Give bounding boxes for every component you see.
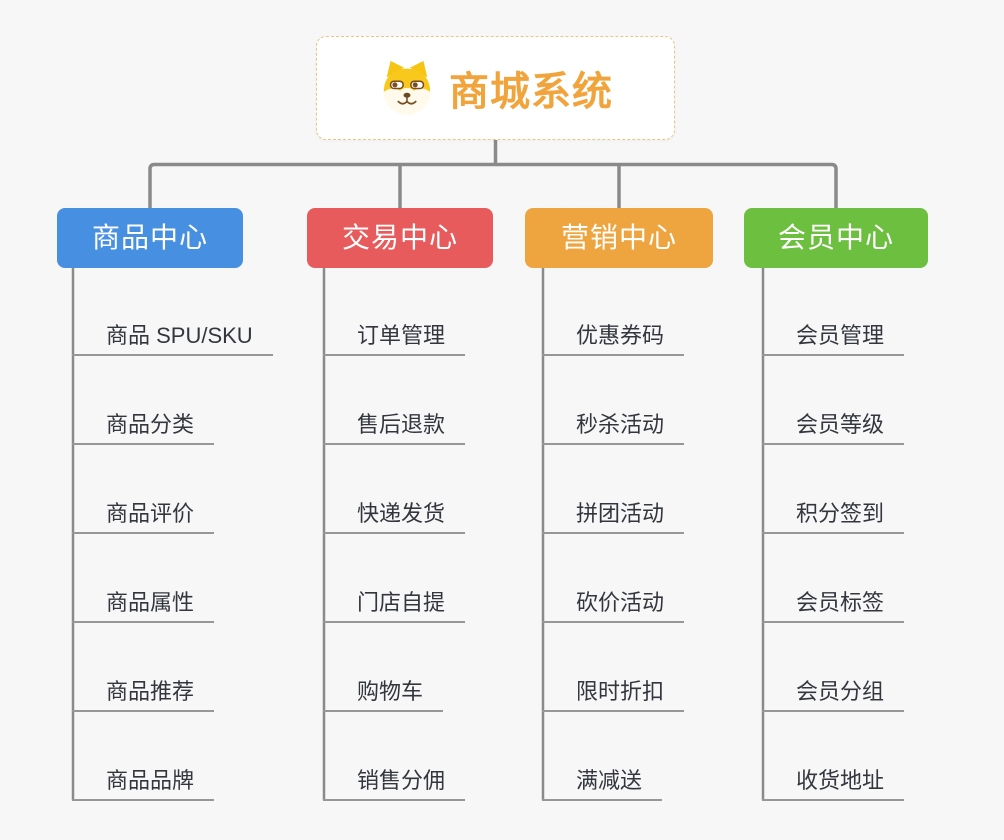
node-flash-sale[interactable]: 秒杀活动 xyxy=(542,412,685,445)
root-title: 商城系统 xyxy=(449,70,613,114)
node-full-reduction[interactable]: 满减送 xyxy=(542,768,663,801)
node-store-pickup[interactable]: 门店自提 xyxy=(323,590,466,623)
node-order-management[interactable]: 订单管理 xyxy=(323,323,466,356)
node-product-review[interactable]: 商品评价 xyxy=(72,501,215,534)
branch-trade-center[interactable]: 交易中心 xyxy=(307,208,493,268)
node-member-level[interactable]: 会员等级 xyxy=(762,412,905,445)
node-coupon-code[interactable]: 优惠券码 xyxy=(542,323,685,356)
shiba-dog-icon xyxy=(383,60,431,116)
node-member-group[interactable]: 会员分组 xyxy=(762,679,905,712)
node-limited-time-discount[interactable]: 限时折扣 xyxy=(542,679,685,712)
branch-marketing-center[interactable]: 营销中心 xyxy=(525,208,713,268)
node-express-delivery[interactable]: 快递发货 xyxy=(323,501,466,534)
node-sales-commission[interactable]: 销售分佣 xyxy=(323,768,466,801)
branch-bus-line xyxy=(148,162,838,209)
node-points-checkin[interactable]: 积分签到 xyxy=(762,501,905,534)
node-shipping-address[interactable]: 收货地址 xyxy=(762,768,905,801)
node-shopping-cart[interactable]: 购物车 xyxy=(323,679,444,712)
node-product-category[interactable]: 商品分类 xyxy=(72,412,215,445)
node-group-buy[interactable]: 拼团活动 xyxy=(542,501,685,534)
node-member-management[interactable]: 会员管理 xyxy=(762,323,905,356)
root-node-mall-system[interactable]: 商城系统 xyxy=(316,36,675,140)
branch-member-center[interactable]: 会员中心 xyxy=(744,208,928,268)
root-connector-group xyxy=(148,139,838,209)
branch-product-center[interactable]: 商品中心 xyxy=(57,208,243,268)
node-product-recommend[interactable]: 商品推荐 xyxy=(72,679,215,712)
node-after-sale-refund[interactable]: 售后退款 xyxy=(323,412,466,445)
node-bargain-activity[interactable]: 砍价活动 xyxy=(542,590,685,623)
node-product-attribute[interactable]: 商品属性 xyxy=(72,590,215,623)
node-member-tag[interactable]: 会员标签 xyxy=(762,590,905,623)
node-product-spu-sku[interactable]: 商品 SPU/SKU xyxy=(72,323,273,356)
node-product-brand[interactable]: 商品品牌 xyxy=(72,768,215,801)
